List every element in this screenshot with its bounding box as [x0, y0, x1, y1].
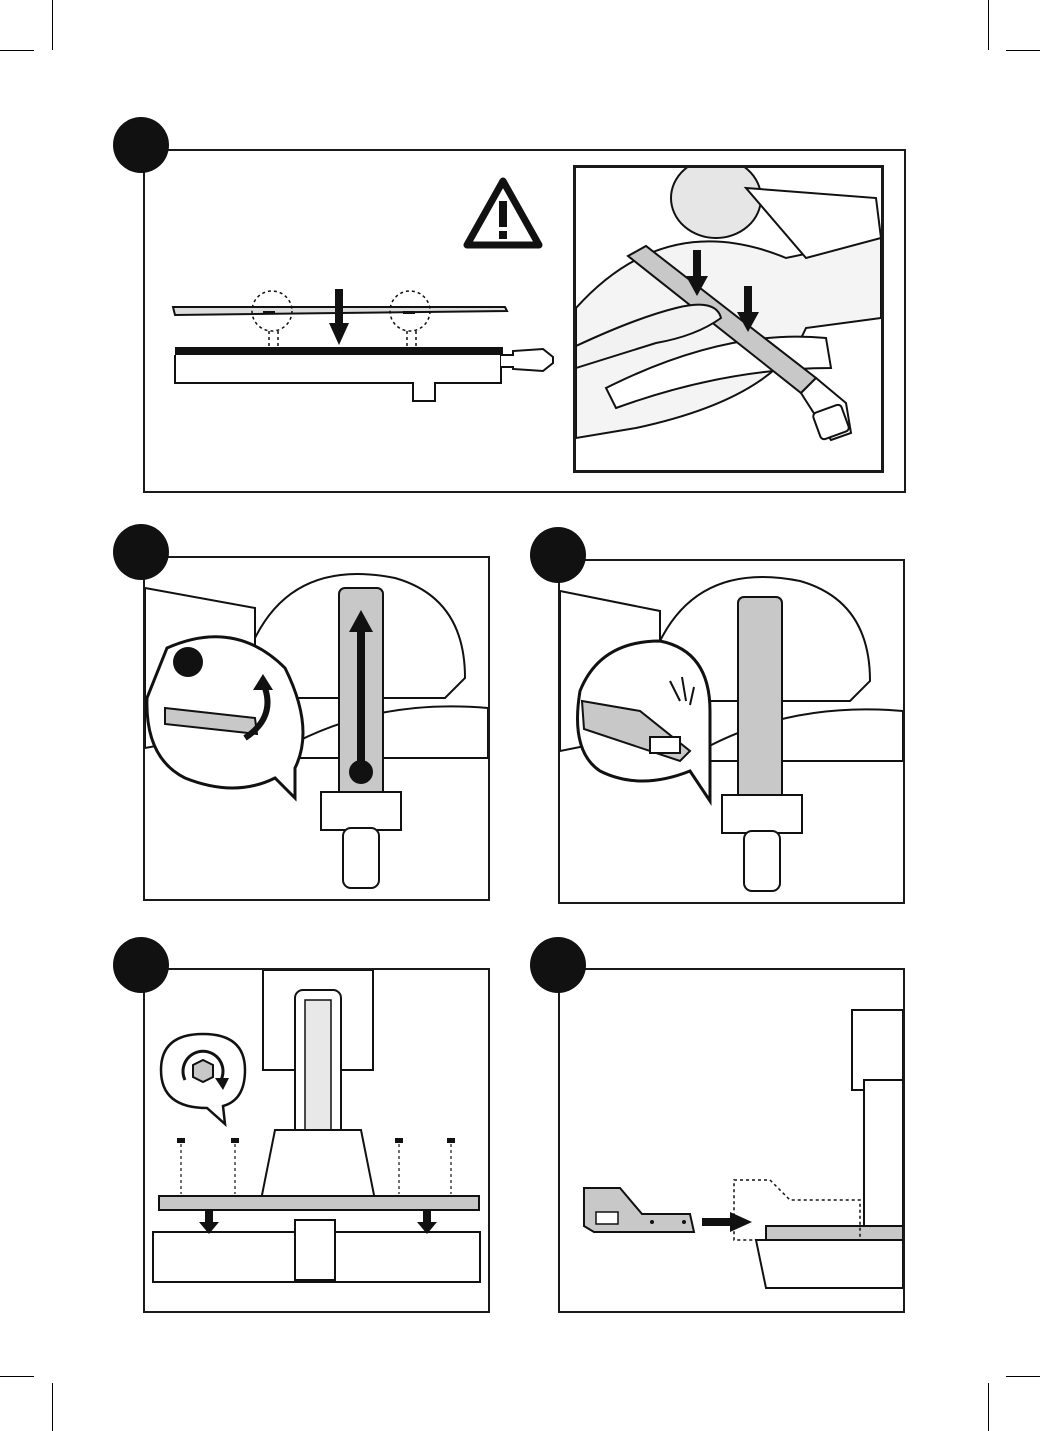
saw-table-top-view [576, 168, 881, 470]
crop-mark [988, 1383, 989, 1431]
step-badge-4 [113, 937, 169, 993]
step-1-saw-inset [573, 165, 884, 473]
step-2-panel [143, 556, 490, 901]
sub-step-badge [173, 647, 203, 677]
step-4-panel [143, 968, 490, 1313]
step-badge-5 [530, 937, 586, 993]
crop-mark [0, 50, 34, 51]
rotate-hex-icon [161, 1034, 245, 1124]
crop-mark [1006, 50, 1040, 51]
step-badge-2 [113, 524, 169, 580]
step-badge-3 [530, 527, 586, 583]
step-3-panel [558, 559, 905, 904]
step-5-illustration [560, 970, 903, 1311]
fence-extension [584, 1188, 694, 1232]
crop-mark [1006, 1376, 1040, 1377]
crop-mark [988, 0, 989, 50]
saw-front-view [153, 970, 480, 1282]
step-badge-1 [113, 117, 169, 173]
table-rail-side-view [175, 347, 553, 401]
step-4-illustration [145, 970, 488, 1311]
arrow-right-icon [702, 1212, 752, 1232]
detail-callout [147, 637, 303, 798]
step-3-illustration [560, 561, 903, 902]
warning-triangle-icon [467, 181, 539, 245]
detail-callout [578, 641, 711, 801]
crop-mark [0, 1376, 34, 1377]
step-2-illustration [145, 558, 488, 899]
arrow-down-icon [329, 289, 349, 345]
crop-mark [52, 0, 53, 50]
saw-side-view [734, 1010, 903, 1288]
step-5-panel [558, 968, 905, 1313]
crop-mark [52, 1383, 53, 1431]
